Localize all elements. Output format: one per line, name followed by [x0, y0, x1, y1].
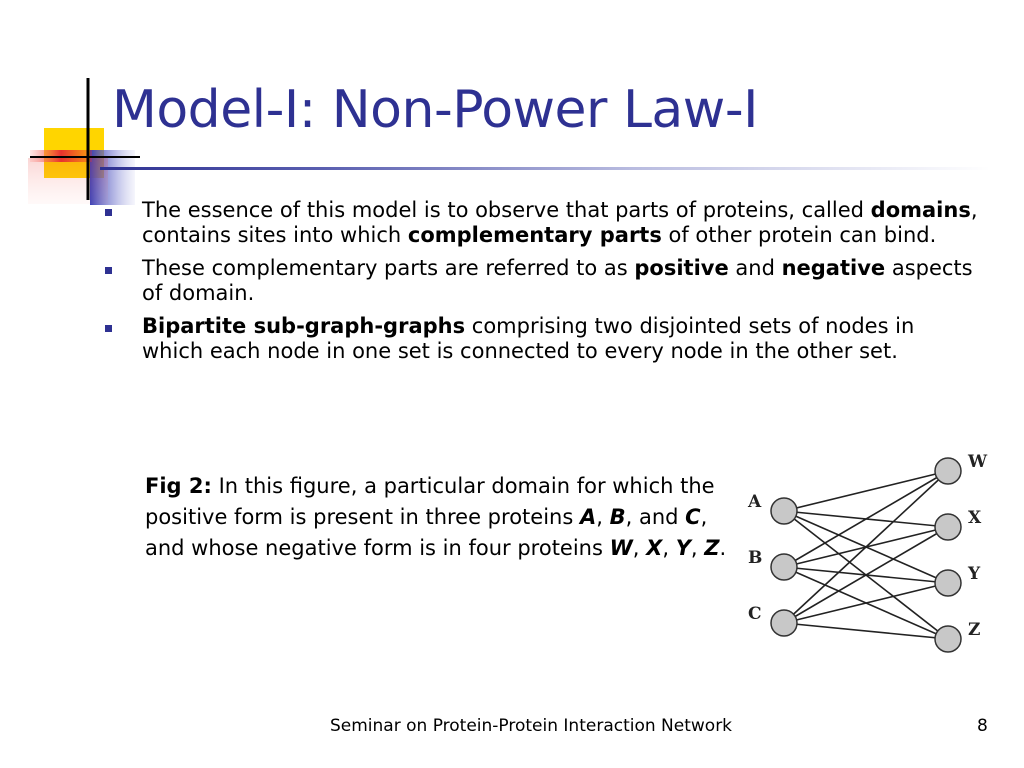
text-segment: positive: [634, 256, 729, 280]
bullet-item: These complementary parts are referred t…: [100, 256, 980, 306]
figure-caption: Fig 2: In this figure, a particular doma…: [145, 471, 735, 564]
text-segment: , and: [625, 505, 686, 529]
square-bullet-icon: [105, 267, 112, 274]
text-segment: .: [719, 536, 727, 560]
bullet-item: Bipartite sub-graph-graphs comprising tw…: [100, 314, 980, 364]
graph-edges: [783, 470, 949, 640]
text-segment: , and whose negative form is in four pro…: [145, 505, 708, 560]
node-label-Y: Y: [967, 564, 981, 584]
text-segment: B: [609, 505, 626, 529]
bipartite-graph-figure: A B C W X Y Z: [747, 452, 988, 653]
node-A: [770, 497, 798, 525]
text-segment: W: [609, 536, 633, 560]
text-segment: negative: [781, 256, 886, 280]
decorative-corner-graphic: [28, 78, 140, 205]
text-segment: These complementary parts are referred t…: [142, 256, 635, 280]
page-number: 8: [977, 716, 988, 736]
text-segment: of other protein can bind.: [661, 223, 937, 247]
node-label-A: A: [747, 492, 762, 512]
slide-title: Model-I: Non-Power Law-I: [112, 80, 758, 140]
text-segment: The essence of this model is to observe …: [142, 198, 871, 222]
text-segment: comprising two disjointed sets of nodes …: [142, 314, 915, 363]
text-segment: and: [728, 256, 782, 280]
bullet-text: Bipartite sub-graph-graphs comprising tw…: [142, 314, 914, 363]
node-B: [770, 553, 798, 581]
text-segment: Bipartite sub-graph-graphs: [142, 314, 466, 338]
node-W: [934, 457, 962, 485]
bullet-list: The essence of this model is to observe …: [100, 198, 980, 372]
node-label-C: C: [748, 604, 762, 624]
square-bullet-icon: [105, 209, 112, 216]
edge-C-Z: [783, 622, 949, 640]
edge-C-W: [783, 470, 949, 624]
bullet-text: These complementary parts are referred t…: [142, 256, 973, 305]
node-Y: [934, 569, 962, 597]
text-segment: Fig 2:: [145, 474, 212, 498]
text-segment: aspects of domain.: [142, 256, 973, 305]
text-segment: ,: [662, 536, 676, 560]
edge-C-Y: [783, 582, 949, 624]
text-segment: In this figure, a particular domain for …: [145, 474, 715, 529]
text-segment: ,: [690, 536, 705, 560]
text-segment: complementary parts: [407, 223, 662, 247]
node-label-W: W: [967, 452, 988, 472]
node-label-Z: Z: [968, 620, 980, 640]
title-underline: [100, 167, 990, 170]
edge-C-X: [783, 526, 949, 624]
footer-text: Seminar on Protein-Protein Interaction N…: [330, 716, 733, 736]
text-segment: , contains sites into which: [142, 198, 978, 247]
node-label-X: X: [968, 508, 982, 528]
text-segment: domains: [870, 198, 971, 222]
text-segment: X: [646, 536, 663, 560]
node-label-B: B: [748, 548, 762, 568]
edge-B-W: [783, 470, 949, 568]
text-segment: Y: [675, 536, 691, 560]
text-segment: Z: [704, 536, 720, 560]
edge-A-W: [783, 470, 949, 512]
node-C: [770, 609, 798, 637]
graph-nodes: A B C W X Y Z: [747, 452, 988, 653]
text-segment: ,: [596, 505, 610, 529]
text-segment: A: [579, 505, 597, 529]
node-Z: [934, 625, 962, 653]
bullet-text: The essence of this model is to observe …: [142, 198, 978, 247]
text-segment: ,: [632, 536, 647, 560]
node-X: [934, 513, 962, 541]
square-bullet-icon: [105, 325, 112, 332]
bullet-item: The essence of this model is to observe …: [100, 198, 980, 248]
text-segment: C: [685, 505, 701, 529]
